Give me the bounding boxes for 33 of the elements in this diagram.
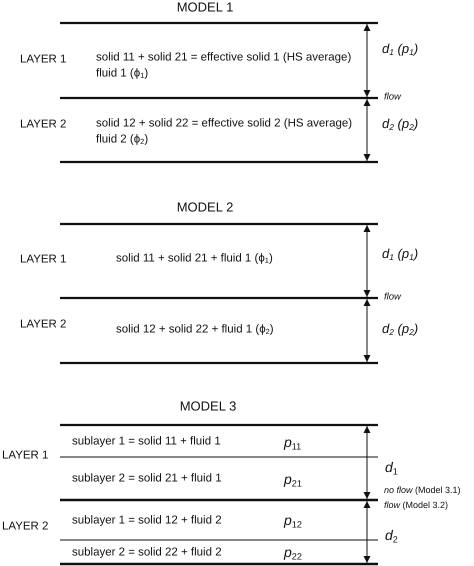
composition-text: sublayer 1 = solid 12 + fluid 2 <box>72 514 222 528</box>
layer-label: LAYER 2 <box>20 318 66 332</box>
permeability-label: p$_{21}$ <box>284 471 302 489</box>
composition-text: solid 12 + solid 22 = effective solid 2 (HS average) <box>96 117 352 131</box>
layer-label: LAYER 1 <box>2 449 48 463</box>
flow-label: no flow (Model 3.1) <box>384 484 461 496</box>
model-heading: MODEL 2 <box>176 200 234 216</box>
layer-label: LAYER 1 <box>20 253 66 267</box>
thickness-label: d$_{1}$ (p$_{1}$) <box>382 247 418 263</box>
layer-label: LAYER 1 <box>20 53 66 67</box>
composition-text: sublayer 2 = solid 21 + fluid 1 <box>72 472 222 486</box>
layer-label: LAYER 2 <box>20 118 66 132</box>
thickness-label: d$_{2}$ (p$_{2}$) <box>382 322 418 338</box>
model-heading: MODEL 3 <box>180 400 236 414</box>
composition-text: sublayer 2 = solid 22 + fluid 2 <box>72 546 222 560</box>
layer-label: LAYER 2 <box>2 520 48 534</box>
permeability-label: p$_{22}$ <box>284 544 302 562</box>
flow-label: flow (Model 3.2) <box>384 500 448 510</box>
composition-text: fluid 1 (ϕ$_{1}$) <box>96 67 148 81</box>
thickness-label: d$_{1}$ <box>385 459 398 477</box>
flow-label: flow <box>384 292 401 304</box>
model-heading: MODEL 1 <box>176 0 234 16</box>
composition-text: solid 11 + solid 21 + fluid 1 (ϕ$_{1}$) <box>116 252 273 266</box>
thickness-label: d$_{1}$ (p$_{1}$) <box>382 42 418 58</box>
thickness-label: d$_{2}$ <box>385 527 398 545</box>
composition-text: sublayer 1 = solid 11 + fluid 1 <box>72 435 221 449</box>
composition-text: solid 11 + solid 21 = effective solid 1 (HS average) <box>96 51 352 65</box>
composition-text: fluid 2 (ϕ$_{2}$) <box>96 133 148 147</box>
composition-text: solid 12 + solid 22 + fluid 1 (ϕ$_{2}$) <box>116 323 274 337</box>
flow-label: flow <box>384 92 401 104</box>
permeability-label: p$_{12}$ <box>284 512 302 530</box>
thickness-label: d$_{2}$ (p$_{2}$) <box>382 117 418 133</box>
permeability-label: p$_{11}$ <box>284 434 302 452</box>
